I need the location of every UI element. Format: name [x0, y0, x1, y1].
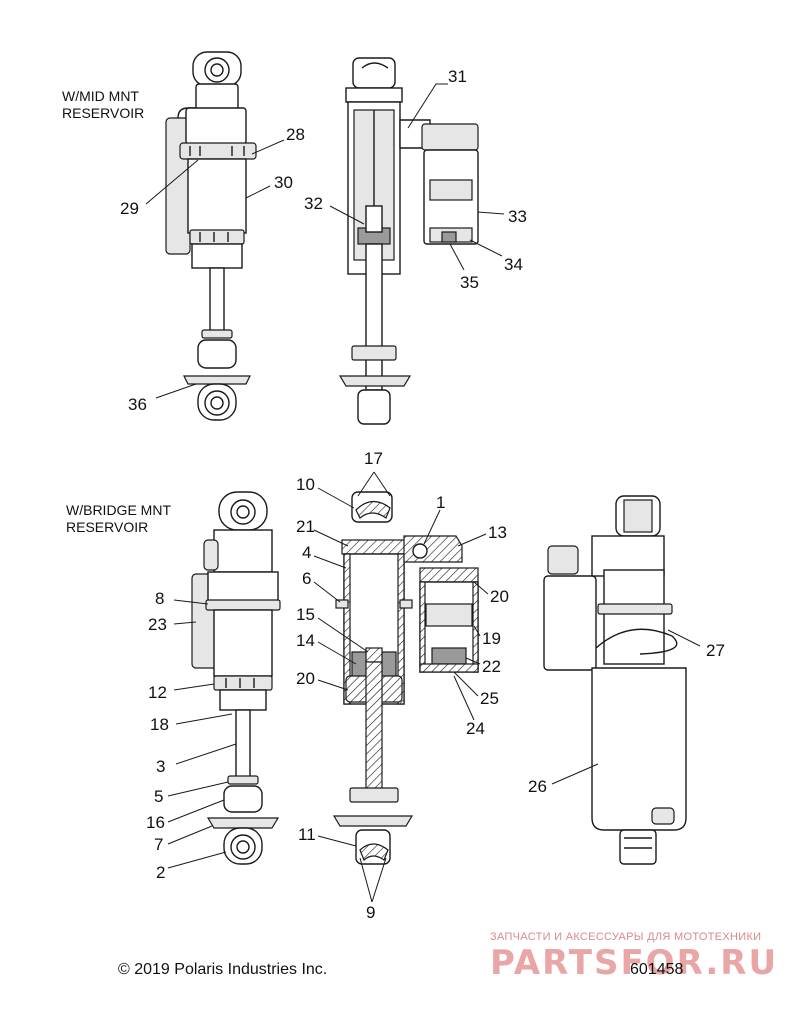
callout-30: 30	[274, 173, 293, 192]
callout-13: 13	[488, 523, 507, 542]
callout-4: 4	[302, 543, 311, 562]
cup-7	[206, 817, 280, 829]
callout-16: 16	[146, 813, 165, 832]
callout-33: 33	[508, 207, 527, 226]
ring-12	[213, 675, 273, 691]
cutaway-lower-eyelet	[357, 389, 391, 425]
shock-with-spring	[543, 495, 687, 865]
callout-11: 11	[298, 825, 316, 844]
callout-29: 29	[120, 199, 139, 218]
leader-lines	[145, 83, 701, 903]
nut-15	[365, 647, 383, 663]
bridge-mount-heading-line2: RESERVOIR	[66, 519, 148, 535]
valve-35	[441, 231, 457, 243]
callout-labels: 28 29 30 36 31 32 33 34 35 8 23 12 18 3 …	[120, 67, 725, 922]
bumper	[197, 339, 237, 369]
shaft	[209, 267, 225, 333]
callout-28: 28	[286, 125, 305, 144]
callout-1: 1	[436, 493, 445, 512]
callout-36: 36	[128, 395, 147, 414]
bridge-cutaway-shaft	[365, 661, 383, 791]
callout-2: 2	[156, 863, 165, 882]
bushing-10	[355, 500, 391, 519]
shock-bridge-mount-exterior	[191, 491, 281, 865]
mid-mount-heading-line2: RESERVOIR	[62, 105, 144, 121]
watermark-logo: PARTSFOR.RU	[490, 943, 778, 983]
callout-15: 15	[296, 605, 315, 624]
shock-mid-mount-cutaway	[338, 57, 479, 425]
bushing-11	[359, 843, 389, 862]
cutaway-shaft	[365, 243, 383, 391]
callout-31: 31	[448, 67, 467, 86]
cap-21	[341, 539, 411, 555]
callout-19: 19	[482, 629, 501, 648]
shock-mid-mount-exterior	[165, 51, 257, 421]
callout-14: 14	[296, 631, 315, 650]
piston-22	[431, 647, 467, 665]
bridge-mount-heading-line1: W/BRIDGE MNT	[66, 502, 171, 518]
callout-32: 32	[304, 194, 323, 213]
watermark-tagline: ЗАПЧАСТИ И АКСЕССУАРЫ ДЛЯ МОТОТЕХНИКИ	[490, 931, 761, 943]
bridge-body	[213, 609, 273, 677]
valve-1	[412, 543, 428, 559]
watermark: ЗАПЧАСТИ И АКСЕССУАРЫ ДЛЯ МОТОТЕХНИКИ PA…	[490, 931, 778, 983]
end-cap-25	[419, 663, 479, 673]
callout-24: 24	[466, 719, 485, 738]
spring-shock-reservoir	[543, 575, 597, 671]
spring-cover-26	[591, 667, 687, 831]
body-cap	[185, 107, 247, 145]
callout-21: 21	[296, 517, 315, 536]
callout-3: 3	[156, 757, 165, 776]
washer-5	[227, 775, 259, 785]
callout-5: 5	[154, 787, 163, 806]
bumper-16	[223, 785, 263, 813]
ring-6	[335, 599, 349, 609]
callout-8: 8	[155, 589, 164, 608]
callout-10: 10	[296, 475, 315, 494]
copyright-text: © 2019 Polaris Industries Inc.	[118, 961, 327, 978]
reservoir-valve-31	[421, 123, 479, 151]
shock-bridge-mount-cutaway	[332, 491, 479, 865]
spring-27	[595, 628, 678, 655]
callout-23: 23	[148, 615, 167, 634]
callout-26: 26	[528, 777, 547, 796]
callout-35: 35	[460, 273, 479, 292]
callout-9: 9	[366, 903, 375, 922]
spring-shock-lower-mount	[619, 829, 657, 865]
mid-mount-heading-line1: W/MID MNT	[62, 88, 139, 104]
callout-27: 27	[706, 641, 725, 660]
callout-22: 22	[482, 657, 501, 676]
shock-body-30	[187, 158, 247, 234]
callout-12: 12	[148, 683, 167, 702]
callout-34: 34	[504, 255, 523, 274]
callout-18: 18	[150, 715, 169, 734]
preload-ring-8	[205, 599, 281, 611]
callout-20-body: 20	[296, 669, 315, 688]
bridge-shaft-3	[235, 709, 251, 779]
callout-6: 6	[302, 569, 311, 588]
reservoir-cap-20	[419, 567, 479, 583]
diagram-number: 601458	[630, 961, 683, 978]
callout-20-reservoir: 20	[490, 587, 509, 606]
callout-17: 17	[364, 449, 383, 468]
callout-7: 7	[154, 835, 163, 854]
callout-25: 25	[480, 689, 499, 708]
